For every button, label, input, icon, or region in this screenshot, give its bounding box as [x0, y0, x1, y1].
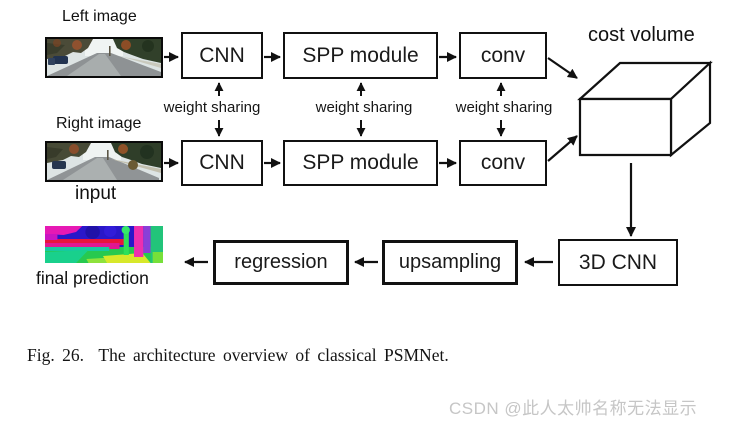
node-cnn-bottom: CNN: [181, 140, 263, 186]
weight-sharing-label-1: weight sharing: [163, 99, 261, 116]
node-cnn-top-label: CNN: [199, 43, 245, 67]
weight-sharing-label-3: weight sharing: [455, 99, 553, 116]
node-regression: regression: [213, 240, 349, 285]
node-cnn-bottom-label: CNN: [199, 151, 245, 174]
arrow-conv-bottom-to-cube: [547, 135, 578, 162]
final-prediction-label: final prediction: [36, 268, 149, 288]
left-image-label: Left image: [62, 8, 137, 25]
node-3d-cnn-label: 3D CNN: [578, 250, 658, 274]
node-conv-bottom: conv: [459, 140, 547, 186]
node-upsampling: upsampling: [382, 240, 518, 285]
figure-caption: Fig. 26. The architecture overview of cl…: [27, 345, 449, 365]
node-spp-module-bottom: SPP module: [283, 140, 438, 186]
node-cnn-top: CNN: [181, 32, 263, 79]
right-image-label: Right image: [56, 115, 142, 132]
node-spp-module-bottom-label: SPP module: [302, 151, 419, 174]
arrow-conv-top-to-cube: [547, 57, 578, 79]
node-upsampling-label: upsampling: [398, 251, 502, 273]
csdn-watermark: CSDN @此人太帅名称无法显示: [449, 399, 698, 418]
node-regression-label: regression: [234, 251, 328, 273]
node-3d-cnn: 3D CNN: [558, 239, 678, 286]
weight-sharing-label-2: weight sharing: [315, 99, 413, 116]
right-input-photo: [45, 141, 163, 182]
node-conv-top: conv: [459, 32, 547, 79]
input-label: input: [75, 183, 117, 204]
cost-volume-label: cost volume: [588, 24, 695, 46]
left-input-photo: [45, 37, 163, 78]
node-conv-top-label: conv: [480, 43, 526, 67]
cost-volume-cube: [577, 60, 713, 158]
street-scene-left: [47, 39, 161, 76]
disparity-map: [45, 226, 163, 263]
final-prediction-image: [45, 226, 163, 263]
street-scene-right: [47, 143, 161, 180]
node-conv-bottom-label: conv: [480, 151, 526, 174]
node-spp-module-top-label: SPP module: [302, 43, 419, 67]
node-spp-module-top: SPP module: [283, 32, 438, 79]
